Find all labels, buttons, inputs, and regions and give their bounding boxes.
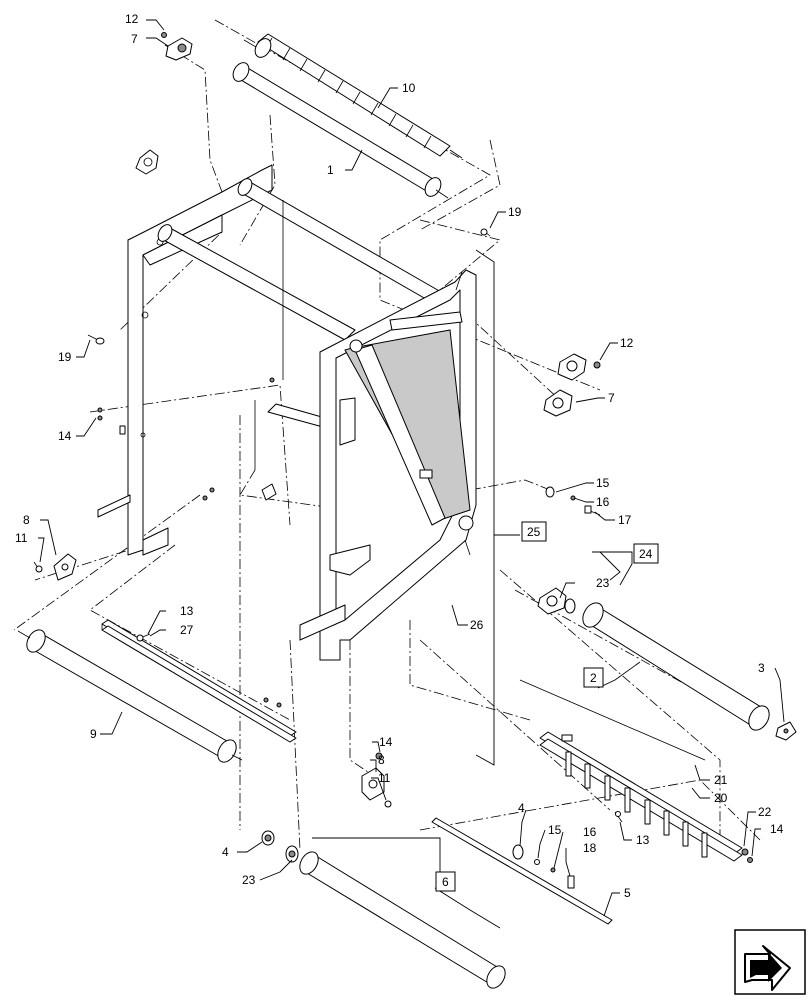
bolt-13-right: [614, 811, 623, 823]
callout-21: 21: [714, 773, 728, 787]
callout-14-left: 14: [58, 429, 72, 443]
roller-9: [17, 629, 243, 763]
hardware-set-bottom: [512, 844, 575, 889]
tine-bar-22: [539, 731, 749, 862]
callout-15-bottom: 15: [548, 823, 562, 837]
bolt-19-left: [87, 334, 105, 345]
callout-26: 26: [470, 618, 484, 632]
callout-8-left: 8: [23, 513, 30, 527]
leader-lines: [38, 19, 785, 929]
next-page-arrow-icon[interactable]: [734, 929, 806, 995]
callout-24: 24: [639, 547, 653, 561]
bolt-19-right: [480, 228, 491, 237]
callout-18: 18: [583, 841, 597, 855]
callout-12-right: 12: [620, 336, 634, 350]
callout-27: 27: [180, 623, 194, 637]
roller-2: [582, 602, 770, 731]
callout-23-left: 23: [242, 873, 256, 887]
bearing-flange-top-left: [165, 37, 193, 61]
reference-box-6: 6: [312, 837, 456, 892]
rod-21: [519, 679, 706, 761]
nut-14-center: [375, 752, 383, 760]
callout-3: 3: [758, 661, 765, 675]
bolt-13-left: [136, 633, 151, 642]
reference-box-24: 24: [592, 543, 659, 586]
left-side-plate: [97, 164, 273, 556]
callout-19-right: 19: [508, 205, 522, 219]
callout-14-right: 14: [770, 822, 784, 836]
callout-12-top: 12: [125, 12, 139, 26]
callout-6: 6: [442, 875, 449, 889]
callout-14-center: 14: [379, 735, 393, 749]
callout-15-right: 15: [596, 476, 610, 490]
roller-6: [299, 851, 506, 989]
bearing-23-lower: [285, 845, 299, 863]
callout-7-right: 7: [608, 391, 615, 405]
callout-2: 2: [590, 671, 597, 685]
nut-12-top: [161, 32, 167, 38]
bolt-lower-b: [276, 702, 282, 708]
textured-roller: [243, 33, 463, 159]
callout-4-left: 4: [222, 845, 229, 859]
callout-22: 22: [758, 805, 772, 819]
callout-11-left: 11: [15, 531, 28, 545]
callout-13-right: 13: [636, 833, 650, 847]
right-frame-plate: [299, 269, 477, 661]
bearing-plate-center: [361, 767, 385, 801]
callout-19-left: 19: [58, 350, 72, 364]
cap-3: [775, 721, 797, 741]
sprocket-left: [135, 149, 159, 175]
nut-14-left-a: [97, 407, 103, 413]
callout-10: 10: [402, 81, 416, 95]
callout-4-center: 4: [518, 801, 525, 815]
callout-13-left: 13: [180, 604, 194, 618]
callout-17: 17: [618, 513, 632, 527]
callout-9: 9: [90, 727, 97, 741]
callout-25: 25: [527, 525, 541, 539]
bolt-11-center: [384, 800, 392, 808]
callout-8-center: 8: [378, 753, 385, 767]
bearing-flange-right-lower: [543, 389, 573, 417]
callout-1: 1: [327, 163, 334, 177]
nut-14-right: [747, 857, 753, 863]
bearing-23-right: [537, 587, 576, 615]
callout-16-bottom: 16: [583, 825, 597, 839]
callout-7-top: 7: [131, 32, 138, 46]
shaft-5: [431, 817, 613, 925]
bearing-plate-left: [53, 553, 77, 581]
washer-15-right: [545, 486, 555, 498]
reference-box-2: 2: [583, 667, 604, 688]
bolt-center-a: [209, 487, 215, 493]
callout-labels: 12 7 10 1 19 19 12 7 14 15 16 17 8 11 26…: [15, 12, 784, 900]
callout-11-center: 11: [378, 771, 391, 785]
callout-16-right: 16: [596, 495, 610, 509]
bearing-4-lower: [261, 830, 275, 846]
callout-20: 20: [714, 791, 728, 805]
bolt-center-c: [269, 377, 275, 383]
bearing-flange-right-upper: [557, 353, 587, 381]
nut-14-left-b: [97, 415, 103, 421]
clip-left: [119, 425, 126, 435]
bolt-center-b: [202, 495, 208, 501]
bolt-lower-a: [263, 697, 269, 703]
bolt-11-left: [33, 561, 43, 573]
reference-box-25: 25: [521, 521, 547, 542]
channel-bar-27: [101, 619, 297, 743]
nut-12-right: [593, 361, 601, 369]
smooth-roller: [232, 62, 449, 199]
callout-23-right: 23: [596, 576, 610, 590]
callout-5: 5: [624, 886, 631, 900]
